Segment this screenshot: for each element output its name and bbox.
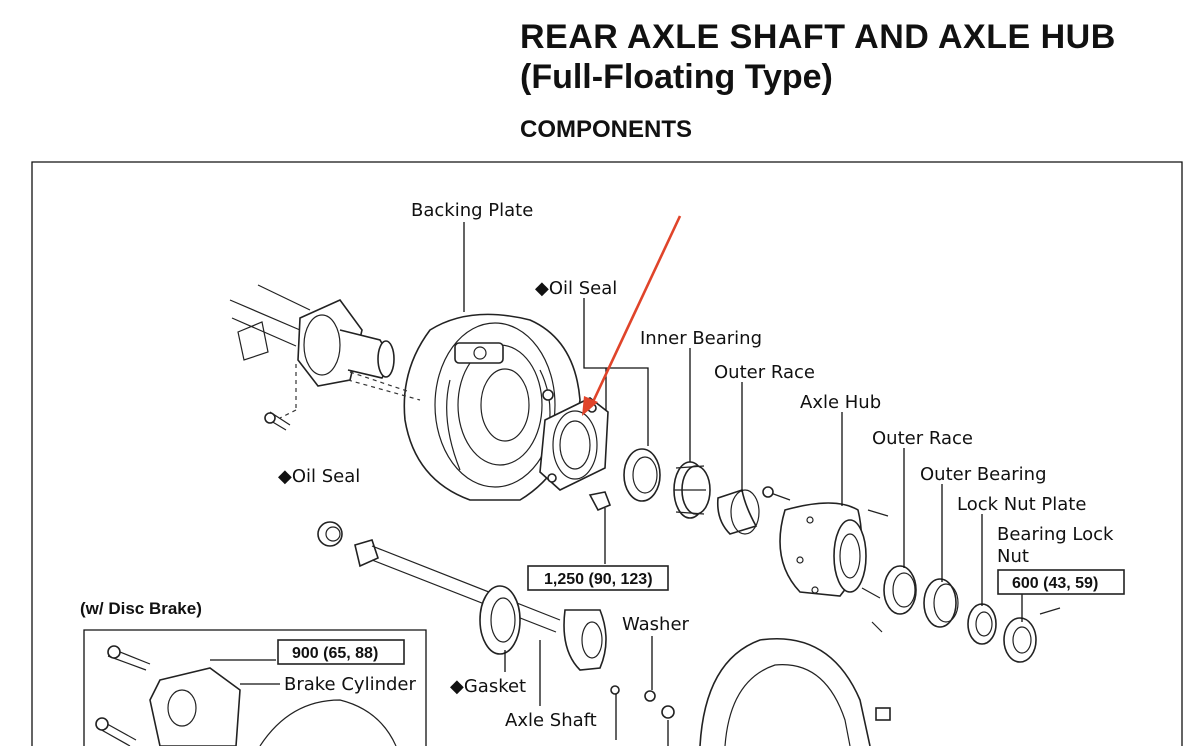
lock-nut-plate-part xyxy=(967,603,997,645)
outer-race-1-part xyxy=(716,488,760,535)
section-heading: COMPONENTS xyxy=(520,116,693,143)
brake-drum-part xyxy=(699,638,871,746)
label-outer-bearing: Outer Bearing xyxy=(920,464,1047,485)
bearing-lock-nut-part xyxy=(1003,607,1061,663)
torque-box-900 xyxy=(277,639,405,665)
label-inner-bearing: Inner Bearing xyxy=(640,328,762,349)
label-backing-plate: Backing Plate xyxy=(411,200,533,221)
label-washer: Washer xyxy=(622,614,690,635)
leader-lines xyxy=(463,222,1023,746)
diagram-frame xyxy=(31,161,1183,746)
outer-race-2-part xyxy=(883,565,917,615)
label-outer-race-1: Outer Race xyxy=(714,362,815,383)
label-bearing-lock-nut-1: Bearing Lock xyxy=(997,524,1114,545)
washer-part xyxy=(610,685,891,721)
torque-box-1250 xyxy=(527,565,669,591)
oil-seal-flange-part xyxy=(539,397,612,512)
axle-housing xyxy=(229,284,395,431)
torque-600-label: 600 (43, 59) xyxy=(1012,575,1098,592)
torque-box-600 xyxy=(997,569,1125,595)
disc-brake-parts xyxy=(95,645,397,746)
page-subtitle: (Full-Floating Type) xyxy=(520,58,833,96)
torque-1250-label: 1,250 (90, 123) xyxy=(544,571,653,588)
red-annotation-arrow xyxy=(582,215,682,416)
torque-900-label: 900 (65, 88) xyxy=(292,645,378,662)
inner-seal-part xyxy=(623,448,661,502)
left-oil-seal-part xyxy=(317,521,343,547)
label-brake-cylinder: Brake Cylinder xyxy=(284,674,416,695)
label-gasket: ◆Gasket xyxy=(450,676,526,697)
label-bearing-lock-nut-2: Nut xyxy=(997,546,1029,567)
hub-bolt-part xyxy=(762,486,791,501)
label-axle-hub: Axle Hub xyxy=(800,392,881,413)
label-disc-brake: (w/ Disc Brake) xyxy=(80,599,202,618)
label-outer-race-2: Outer Race xyxy=(872,428,973,449)
page-title: REAR AXLE SHAFT AND AXLE HUB xyxy=(520,18,1116,56)
axle-hub-part xyxy=(779,502,889,633)
label-lock-nut-plate: Lock Nut Plate xyxy=(957,494,1086,515)
label-oil-seal-top: ◆Oil Seal xyxy=(535,278,617,299)
outer-bearing-part xyxy=(923,578,959,628)
axle-shaft-part xyxy=(354,539,607,671)
disc-brake-inset-frame xyxy=(83,629,427,746)
label-oil-seal-left: ◆Oil Seal xyxy=(278,466,360,487)
inner-bearing-part xyxy=(673,461,711,519)
label-axle-shaft: Axle Shaft xyxy=(505,710,597,731)
